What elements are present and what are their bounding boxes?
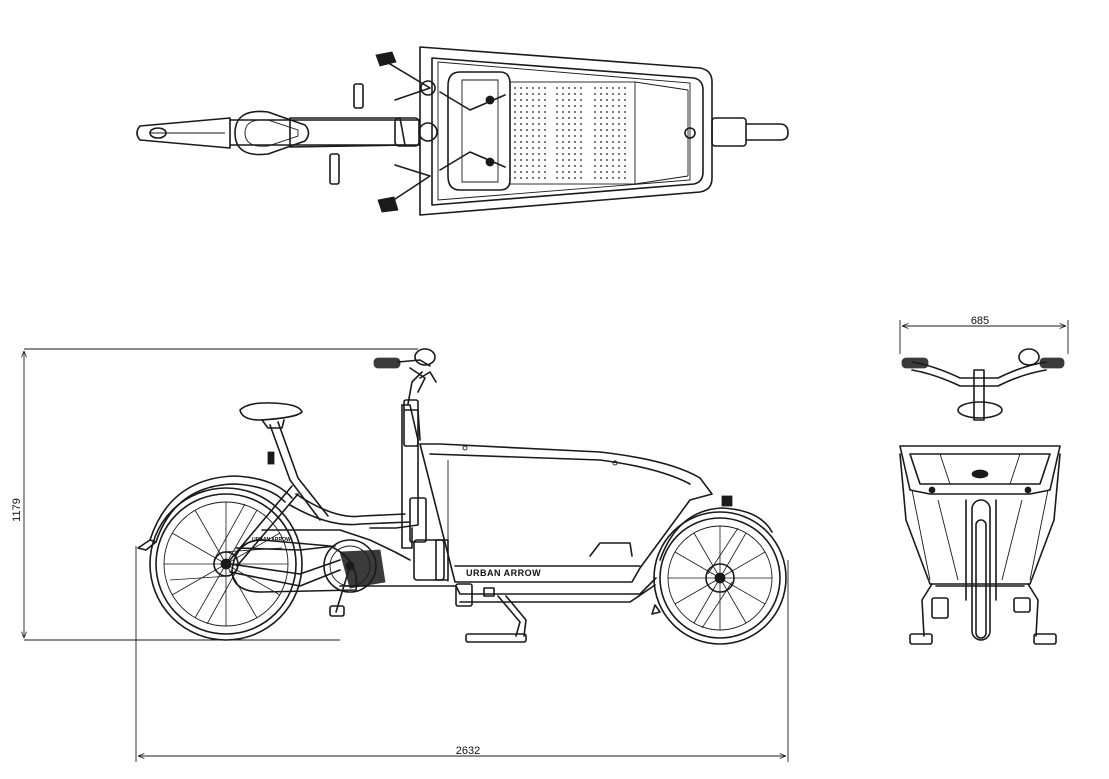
front-view bbox=[899, 348, 1065, 645]
floor-perforation-dots bbox=[514, 87, 626, 179]
dimension-lines bbox=[24, 320, 1069, 762]
top-view bbox=[136, 46, 789, 216]
front-wheel bbox=[653, 511, 787, 645]
width-dimension-label: 685 bbox=[971, 315, 989, 327]
side-view: URBAN ARROW URBAN AR bbox=[137, 348, 787, 645]
frame-brand-label: URBAN ARROW bbox=[252, 537, 291, 543]
length-dimension-label: 2632 bbox=[456, 745, 480, 757]
cargo-box bbox=[419, 443, 733, 583]
box-brand-label: URBAN ARROW bbox=[466, 568, 541, 578]
height-dimension-label: 1179 bbox=[11, 498, 23, 522]
